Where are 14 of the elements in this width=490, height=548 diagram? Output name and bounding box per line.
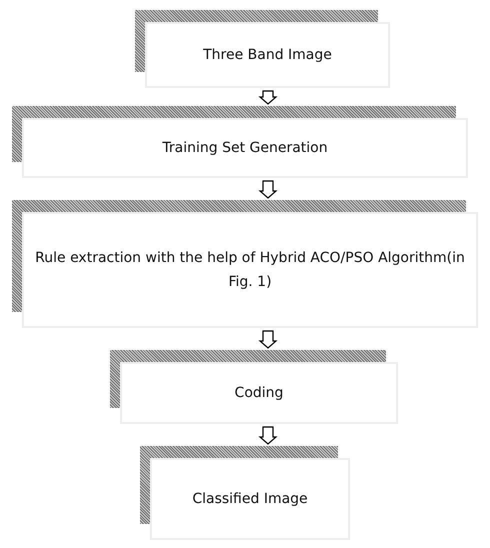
hollow-arrow	[258, 330, 278, 349]
box-label: Three Band Image	[203, 46, 332, 65]
hollow-arrow	[258, 426, 278, 445]
hollow-arrow	[258, 180, 278, 199]
box-label: Rule extraction with the help of Hybrid ACO/PSO Algorithm(in Fig. 1)	[34, 249, 466, 292]
process-box	[22, 118, 468, 178]
hollow-arrow	[258, 90, 278, 105]
box-label: Training Set Generation	[162, 139, 328, 158]
process-box	[120, 362, 398, 424]
box-label: Coding	[234, 384, 284, 403]
box-label: Classified Image	[192, 490, 308, 509]
process-box	[145, 22, 390, 88]
process-box	[150, 458, 350, 540]
process-box	[22, 212, 478, 328]
